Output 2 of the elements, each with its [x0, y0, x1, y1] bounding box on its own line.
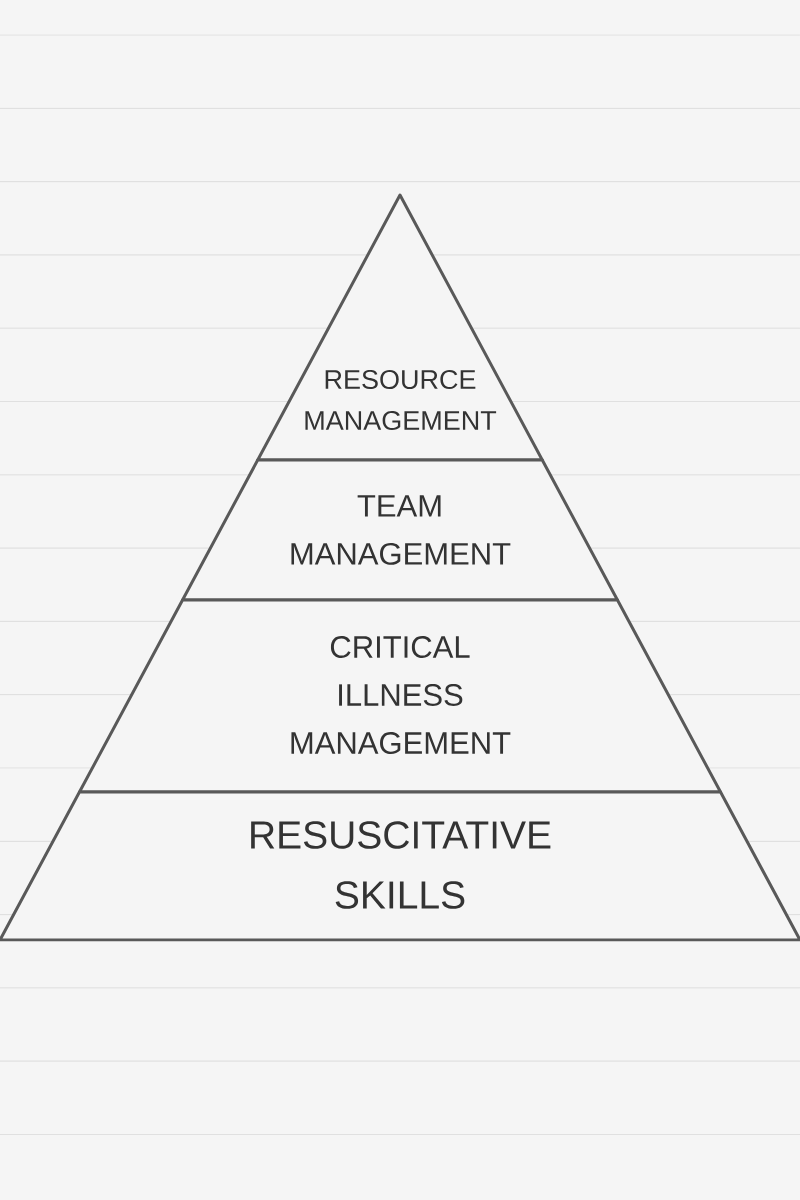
- pyramid-level: RESOURCE MANAGEMENT: [256, 193, 544, 462]
- pyramid-level: TEAM MANAGEMENT: [181, 458, 619, 602]
